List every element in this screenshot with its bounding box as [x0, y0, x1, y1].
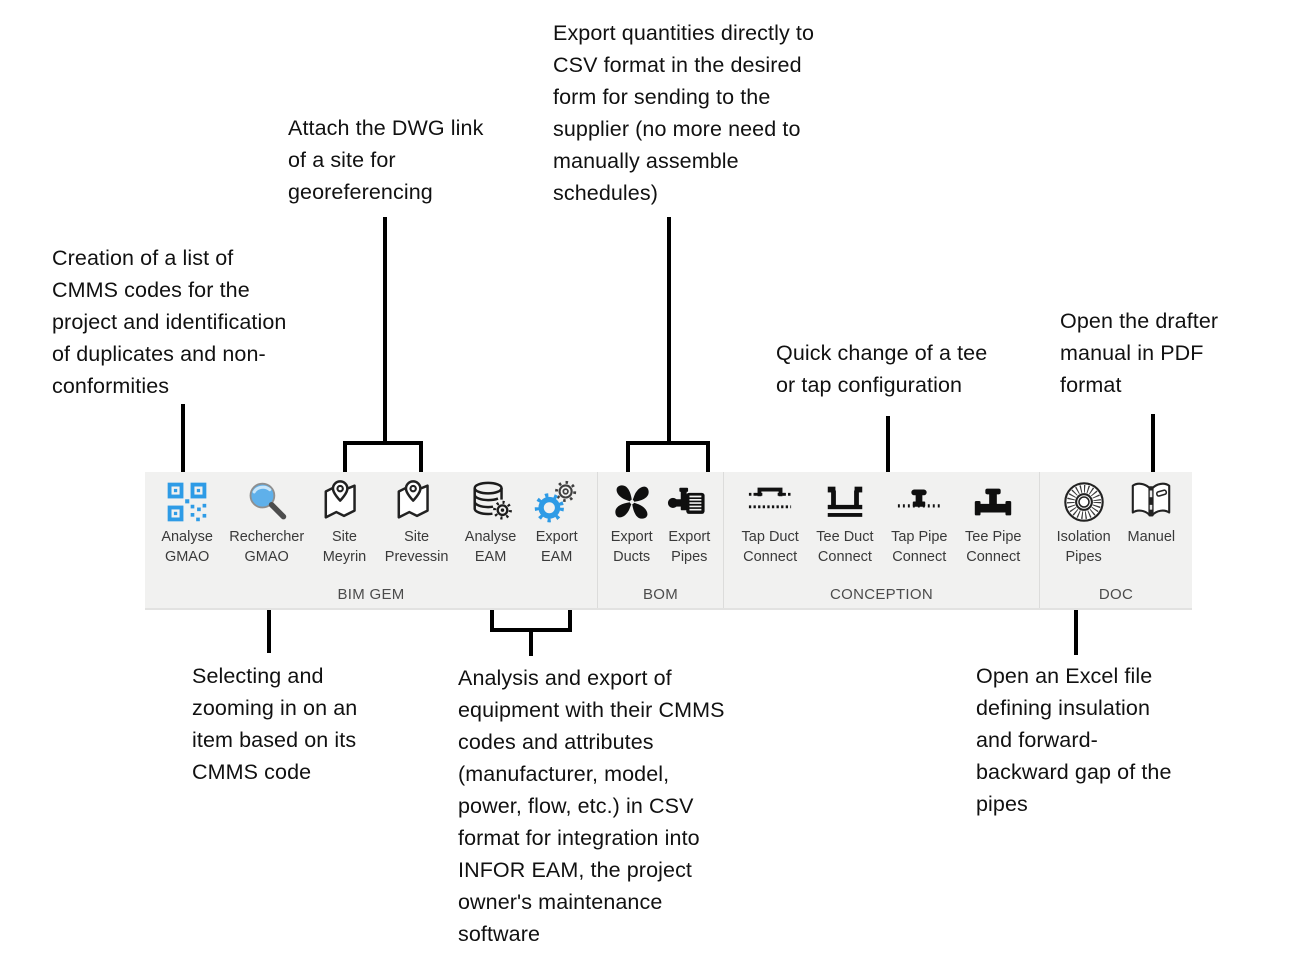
button-manuel[interactable]: Manuel	[1127, 479, 1175, 548]
annotation-manuel: Open the drafter manual in PDF format	[1060, 309, 1219, 397]
insulation-icon	[1060, 479, 1108, 525]
connector-isolation	[1074, 594, 1078, 655]
tee-duct-icon	[821, 479, 869, 525]
button-label: Tee Duct Connect	[816, 529, 874, 565]
button-label: Analyse GMAO	[161, 529, 213, 565]
connector-manuel	[1151, 414, 1155, 477]
connector-site-meyrin-tick	[343, 441, 347, 477]
button-analyse-gmao[interactable]: Analyse GMAO	[161, 479, 213, 567]
button-label: Export Pipes	[668, 529, 711, 565]
group-label-bim-gem: BIM GEM	[337, 586, 405, 603]
fan-icon	[608, 479, 656, 525]
annotation-eam: Analysis and export of equipment with th…	[458, 666, 725, 946]
button-label: Site Prevessin	[384, 529, 449, 565]
magnifier-icon	[243, 479, 291, 525]
ribbon-group-doc: Isolation Pipes	[1040, 472, 1192, 608]
button-tee-duct-connect[interactable]: Tee Duct Connect	[816, 479, 874, 567]
annotation-bom-export: Export quantities directly to CSV format…	[553, 21, 815, 205]
qr-code-icon	[163, 479, 211, 525]
connector-sites-stem	[383, 217, 387, 445]
button-label: Export Ducts	[610, 529, 653, 565]
button-export-eam[interactable]: Export EAM	[533, 479, 581, 567]
tap-duct-icon	[746, 479, 794, 525]
button-export-ducts[interactable]: Export Ducts	[608, 479, 656, 567]
connector-export-eam-tick	[568, 591, 572, 632]
connector-bom-stem	[667, 217, 671, 445]
connector-eam-stem	[529, 630, 533, 656]
annotation-analyse-gmao: Creation of a list of CMMS codes for the…	[52, 246, 287, 398]
group-label-conception: CONCEPTION	[829, 586, 933, 603]
pump-icon	[665, 479, 713, 525]
connector-analyse-eam-tick	[490, 591, 494, 632]
button-tap-pipe-connect[interactable]: Tap Pipe Connect	[891, 479, 948, 567]
button-tap-duct-connect[interactable]: Tap Duct Connect	[742, 479, 799, 567]
button-label: Tap Duct Connect	[741, 529, 799, 565]
button-site-prevessin[interactable]: Site Prevessin	[384, 479, 449, 567]
button-label: Manuel	[1127, 529, 1176, 545]
connector-bom-bracket	[626, 441, 710, 445]
ribbon-group-conception: Tap Duct Connect	[724, 472, 1040, 608]
connector-sites-bracket	[343, 441, 423, 445]
connector-site-prevessin-tick	[419, 441, 423, 477]
ribbon-group-bom: Export Ducts	[598, 472, 724, 608]
database-gear-icon	[467, 479, 515, 525]
annotation-isolation: Open an Excel file defining insulation a…	[976, 664, 1172, 816]
map-pin-icon	[393, 479, 441, 525]
button-isolation-pipes[interactable]: Isolation Pipes	[1057, 479, 1111, 567]
group-label-bom: BOM	[642, 586, 679, 603]
tee-pipe-icon	[969, 479, 1017, 525]
tap-pipe-icon	[895, 479, 943, 525]
connector-analyse-gmao	[181, 404, 185, 477]
button-rechercher-gmao[interactable]: Rechercher GMAO	[229, 479, 304, 567]
button-tee-pipe-connect[interactable]: Tee Pipe Connect	[965, 479, 1021, 567]
button-label: Site Meyrin	[322, 529, 367, 565]
connector-export-ducts-tick	[626, 441, 630, 477]
connector-rechercher	[267, 591, 271, 653]
book-icon	[1127, 479, 1175, 525]
group-label-doc: DOC	[1098, 586, 1134, 603]
button-label: Isolation Pipes	[1056, 529, 1111, 565]
button-label: Rechercher GMAO	[229, 529, 305, 565]
connector-export-pipes-tick	[706, 441, 710, 477]
ribbon-group-bim-gem: Analyse GMAO Rechercher GMAO	[145, 472, 598, 608]
button-label: Export EAM	[535, 529, 578, 565]
button-label: Tee Pipe Connect	[965, 529, 1022, 565]
button-label: Analyse EAM	[464, 529, 517, 565]
button-export-pipes[interactable]: Export Pipes	[665, 479, 713, 567]
ribbon-toolbar: Analyse GMAO Rechercher GMAO	[145, 472, 1192, 610]
button-site-meyrin[interactable]: Site Meyrin	[320, 479, 368, 567]
button-analyse-eam[interactable]: Analyse EAM	[464, 479, 517, 567]
annotation-sites: Attach the DWG link of a site for georef…	[288, 116, 484, 204]
button-label: Tap Pipe Connect	[891, 529, 948, 565]
annotation-rechercher: Selecting and zooming in on an item base…	[192, 664, 358, 784]
gears-icon	[533, 479, 581, 525]
connector-conception	[886, 416, 890, 477]
map-pin-icon	[320, 479, 368, 525]
annotation-conception: Quick change of a tee or tap configurati…	[776, 341, 988, 397]
